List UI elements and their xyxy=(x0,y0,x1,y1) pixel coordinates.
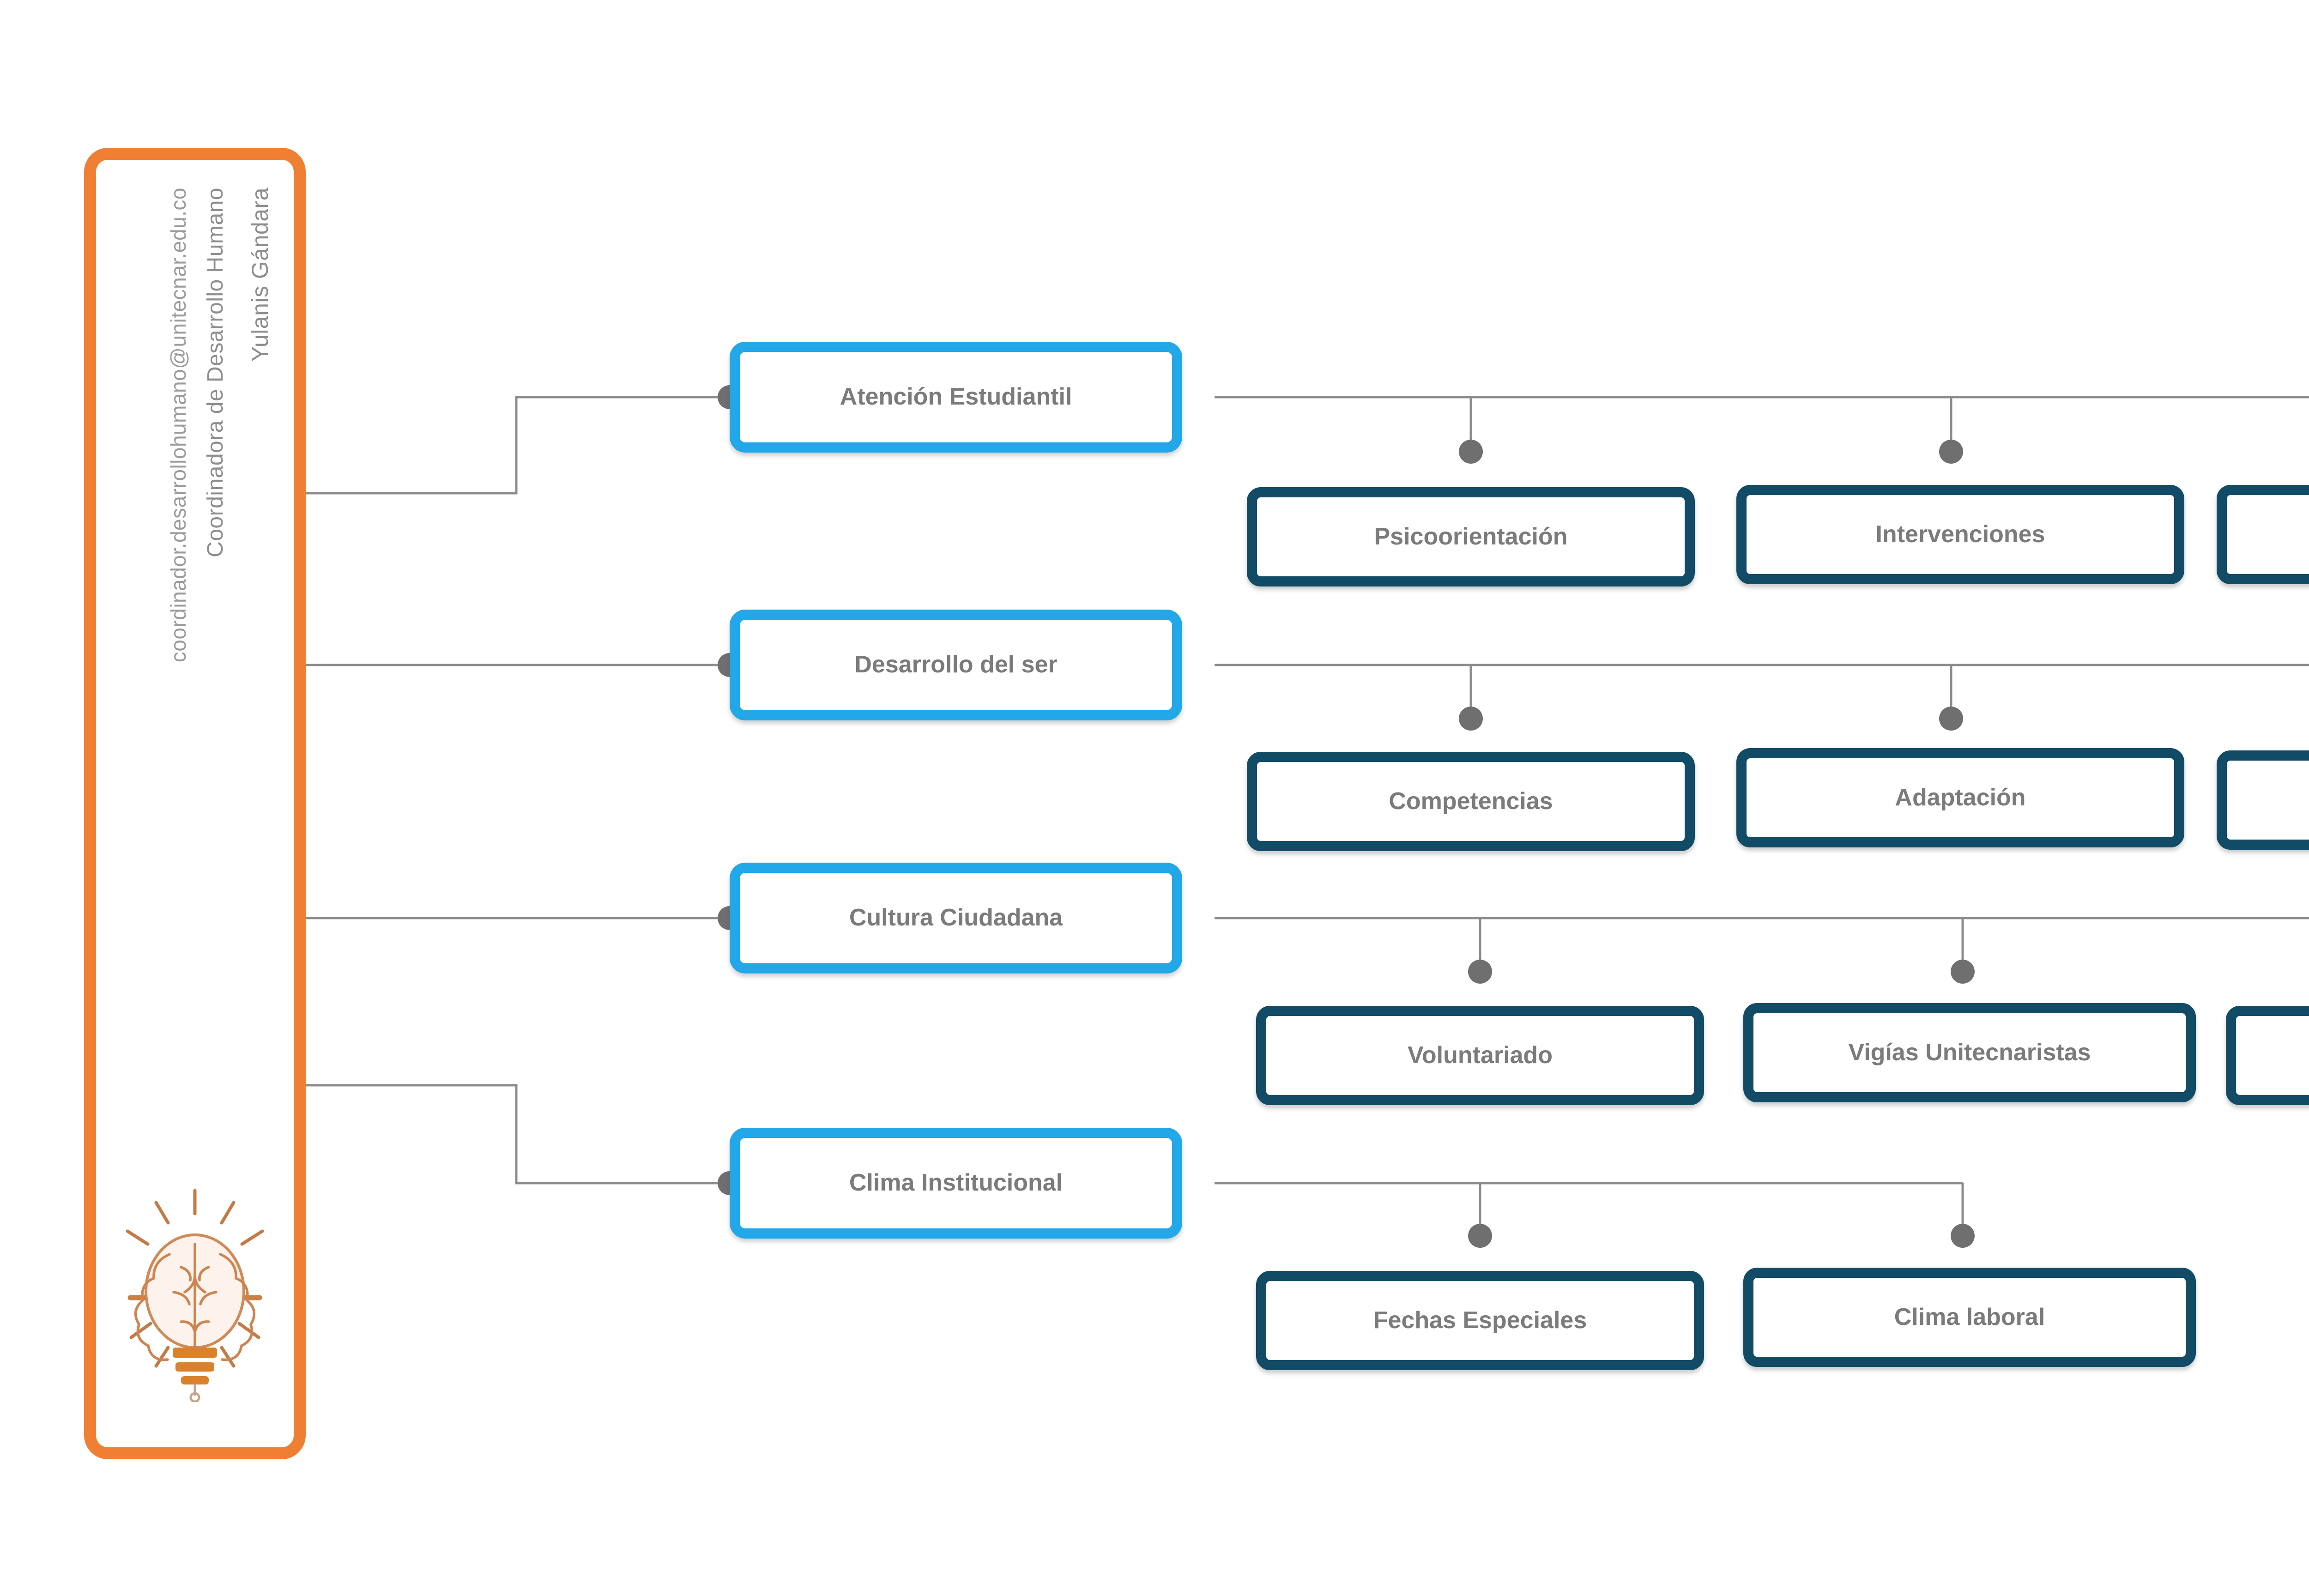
root-person-text: Yulanis Gándara Coordinadora de Desarrol… xyxy=(96,160,294,1088)
leaf-node-intervenciones[interactable]: Intervenciones xyxy=(1736,485,2184,584)
root-person-card[interactable]: Yulanis Gándara Coordinadora de Desarrol… xyxy=(84,148,306,1459)
connector-dot xyxy=(1468,1224,1492,1248)
root-person-email: coordinador.desarrollohumano@unitecnar.e… xyxy=(166,187,190,663)
connector-dot xyxy=(1939,440,1963,464)
leaf-node-insercion-laboral[interactable]: Inserción Laboral xyxy=(2217,750,2309,850)
leaf-node-clima-laboral[interactable]: Clima laboral xyxy=(1743,1268,2196,1367)
brain-lightbulb-icon xyxy=(126,1189,264,1402)
node-label: Clima laboral xyxy=(1894,1303,2045,1330)
node-label: Voluntariado xyxy=(1408,1041,1553,1069)
connector-dot xyxy=(1459,440,1483,464)
connector-dot xyxy=(1951,1224,1975,1248)
branch-node-clima-institucional[interactable]: Clima Institucional xyxy=(730,1128,1182,1239)
root-person-role: Coordinadora de Desarrollo Humano xyxy=(203,187,228,557)
branch-node-cultura-ciudadana[interactable]: Cultura Ciudadana xyxy=(730,863,1182,973)
leaf-node-educacion-vial[interactable]: Educación vial xyxy=(2226,1006,2309,1105)
connector-dot xyxy=(1468,960,1492,984)
branch-node-desarrollo-del-ser[interactable]: Desarrollo del ser xyxy=(730,610,1182,720)
root-person-name: Yulanis Gándara xyxy=(247,187,273,362)
node-label: Adaptación xyxy=(1895,784,2026,811)
connector-dot xyxy=(1459,707,1483,731)
node-label: Vigías Unitecnaristas xyxy=(1848,1039,2091,1066)
leaf-node-psicoorientacion[interactable]: Psicoorientación xyxy=(1247,487,1695,586)
node-label: Desarrollo del ser xyxy=(854,651,1058,678)
node-label: Psicoorientación xyxy=(1374,523,1568,550)
node-label: Clima Institucional xyxy=(849,1169,1063,1197)
leaf-node-voluntariado[interactable]: Voluntariado xyxy=(1256,1006,1704,1105)
leaf-node-fechas-especiales[interactable]: Fechas Especiales xyxy=(1256,1271,1704,1370)
node-label: Cultura Ciudadana xyxy=(849,904,1063,931)
branch-node-atencion-estudiantil[interactable]: Atención Estudiantil xyxy=(730,342,1182,453)
node-label: Competencias xyxy=(1389,787,1553,815)
node-label: Intervenciones xyxy=(1875,520,2045,548)
leaf-node-competencias[interactable]: Competencias xyxy=(1247,752,1695,851)
node-label: Atención Estudiantil xyxy=(840,383,1072,411)
leaf-node-adaptacion[interactable]: Adaptación xyxy=(1736,748,2184,847)
node-label: Fechas Especiales xyxy=(1373,1306,1587,1334)
connector-dot xyxy=(1951,960,1975,984)
leaf-node-atencion-remisiones[interactable]: Atención remisiones xyxy=(2217,485,2309,584)
leaf-node-vigias-unitecnaristas[interactable]: Vigías Unitecnaristas xyxy=(1743,1003,2196,1102)
connector-dot xyxy=(1939,707,1963,731)
